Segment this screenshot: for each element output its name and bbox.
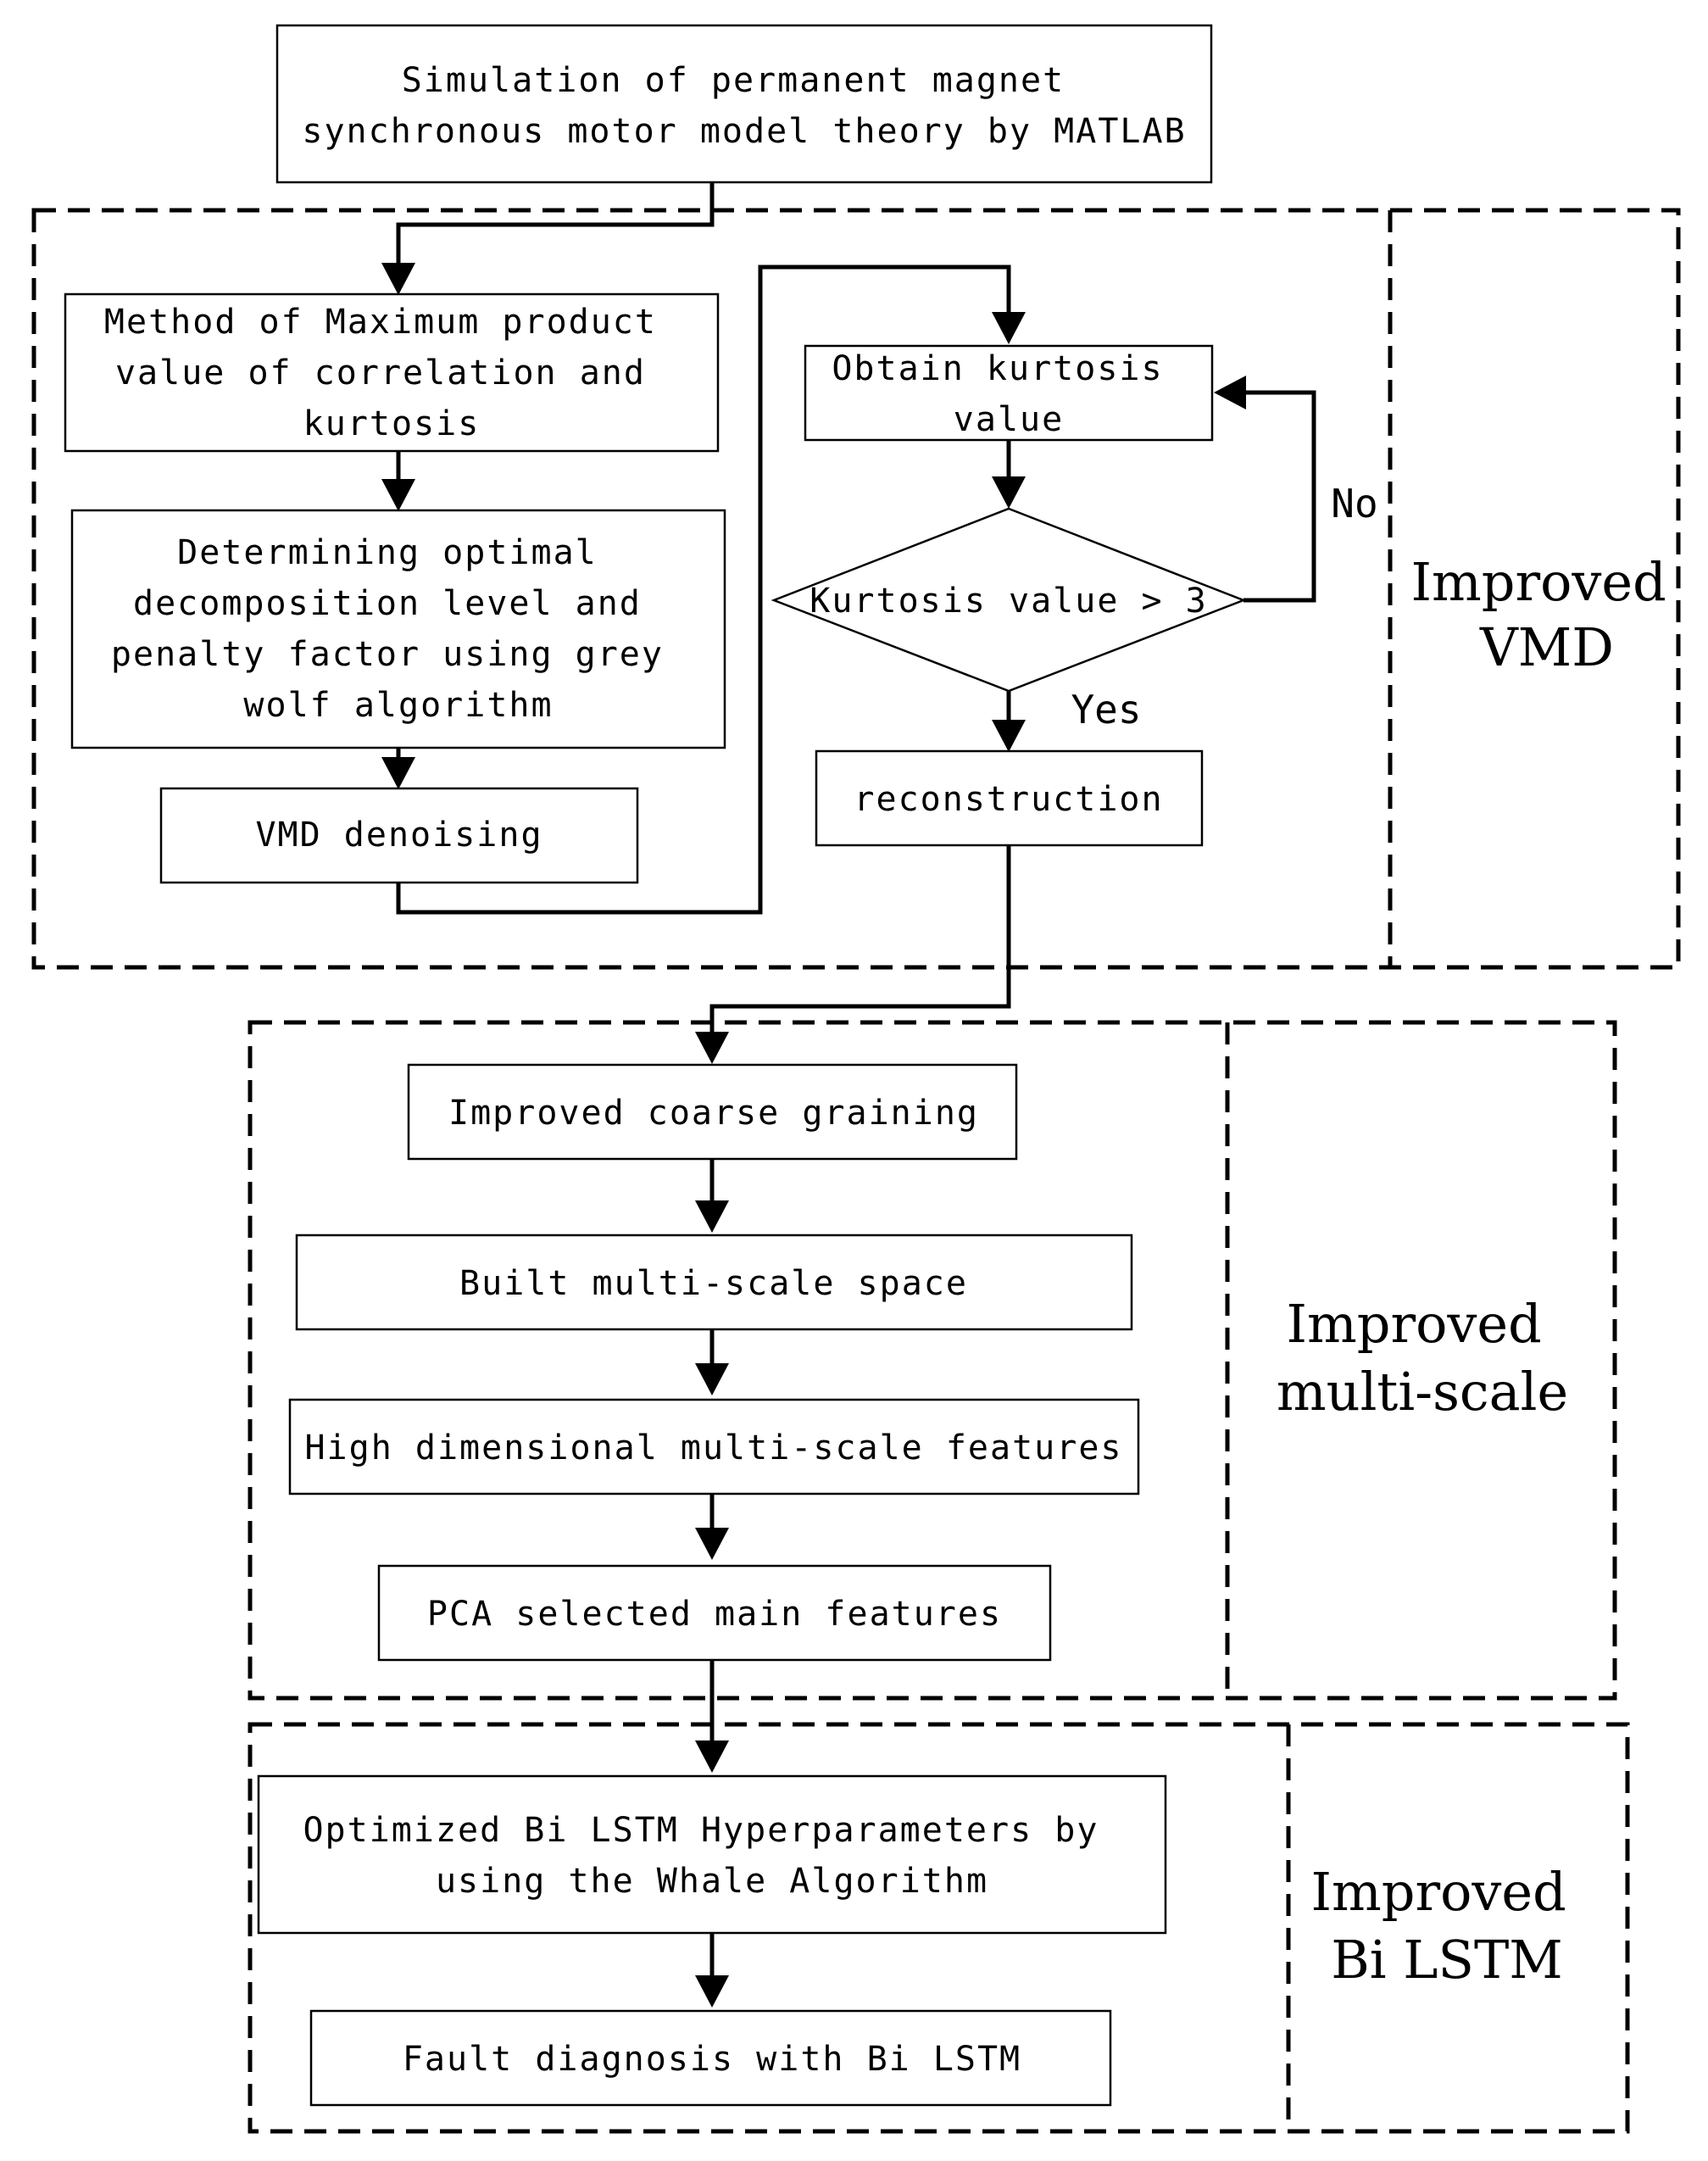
node-method-max-product: Method of Maximum product value of corre… [64, 292, 720, 453]
node-fault-diagnosis: Fault diagnosis with Bi LSTM [309, 2009, 1112, 2107]
node-text: Improved coarse graining [448, 1094, 979, 1133]
arrowhead [695, 1032, 729, 1064]
arrowhead [695, 1975, 729, 2008]
edge-label-no: No [1331, 481, 1377, 526]
node-text: Obtain kurtosis value [832, 349, 1185, 439]
arrowhead [1214, 376, 1246, 409]
arrowhead [992, 720, 1026, 752]
edge-reconstruction-to-coarse [709, 845, 1011, 1032]
node-box [159, 787, 639, 884]
group-improved-multiscale: Improved multi-scale [248, 1020, 1617, 1701]
node-text: Fault diagnosis with Bi LSTM [403, 2040, 1021, 2079]
group-label-bilstm: Improved Bi LSTM [1310, 1861, 1583, 1991]
arrowhead [381, 479, 415, 511]
edge-decision-no [1242, 390, 1316, 603]
node-text: Determining optimal decomposition level … [111, 533, 686, 725]
node-text: Kurtosis value > 3 [809, 582, 1207, 621]
node-coarse-graining: Improved coarse graining [407, 1063, 1018, 1161]
arrowhead [695, 1200, 729, 1233]
node-text: PCA selected main features [427, 1595, 1002, 1634]
node-box [275, 24, 1213, 184]
edge-label-yes: Yes [1071, 687, 1141, 732]
arrowhead [695, 1363, 729, 1395]
group-improved-bilstm: Improved Bi LSTM [248, 1722, 1630, 2134]
node-vmd-denoising: VMD denoising [159, 787, 639, 884]
connectors: No Yes [381, 182, 1378, 2008]
node-box [288, 1398, 1140, 1495]
arrowhead [695, 1740, 729, 1773]
group-frame-vmd [31, 208, 1681, 970]
node-simulation: Simulation of permanent magnet synchrono… [275, 24, 1213, 184]
node-box [815, 749, 1204, 847]
decision-diamond [771, 507, 1247, 693]
group-label-vmd: Improved VMD [1410, 551, 1683, 678]
arrowhead [695, 1528, 729, 1560]
group-frame-bilstm [248, 1722, 1630, 2134]
node-optimized-bilstm: Optimized Bi LSTM Hyperparameters by usi… [257, 1774, 1167, 1935]
node-box [407, 1063, 1018, 1161]
node-box [257, 1774, 1167, 1935]
group-improved-vmd: Improved VMD [31, 208, 1683, 970]
node-reconstruction: reconstruction [815, 749, 1204, 847]
node-determining-optimal: Determining optimal decomposition level … [70, 509, 726, 749]
node-text: Built multi-scale space [459, 1264, 968, 1303]
group-frame-multiscale [248, 1020, 1617, 1701]
edge-vmd-to-obtain-kurtosis [396, 265, 1011, 915]
node-decision-kurtosis: Kurtosis value > 3 [771, 507, 1247, 693]
node-box [377, 1564, 1052, 1662]
edge-simulation-to-method [396, 182, 715, 267]
arrowhead [381, 263, 415, 295]
node-obtain-kurtosis: Obtain kurtosis value [804, 344, 1214, 442]
node-text: VMD denoising [255, 816, 542, 855]
node-box [64, 292, 720, 453]
node-multiscale-space: Built multi-scale space [295, 1234, 1133, 1331]
node-text: Optimized Bi LSTM Hyperparameters by usi… [303, 1811, 1121, 1901]
node-hd-features: High dimensional multi-scale features [288, 1398, 1140, 1495]
node-pca: PCA selected main features [377, 1564, 1052, 1662]
node-box [804, 344, 1214, 442]
arrowhead [381, 757, 415, 789]
node-box [70, 509, 726, 749]
node-text: reconstruction [854, 780, 1163, 819]
node-text: Simulation of permanent magnet synchrono… [302, 61, 1186, 151]
group-label-multiscale: Improved multi-scale [1277, 1293, 1568, 1423]
arrowhead [992, 476, 1026, 509]
node-text: Method of Maximum product value of corre… [104, 303, 679, 443]
arrowhead [992, 312, 1026, 344]
node-box [309, 2009, 1112, 2107]
node-box [295, 1234, 1133, 1331]
node-text: High dimensional multi-scale features [304, 1429, 1122, 1468]
